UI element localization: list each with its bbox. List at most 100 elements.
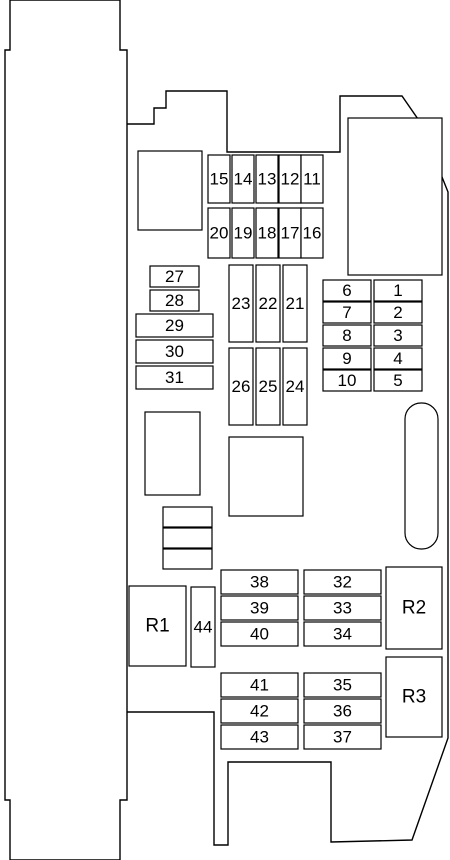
fuse-label: 3 — [393, 326, 402, 345]
fuse-40: 40 — [220, 621, 299, 647]
fuse-slot — [135, 365, 214, 390]
fuse-slot — [220, 595, 299, 621]
fuse-slot — [303, 621, 382, 647]
fuse-slot — [220, 569, 299, 595]
fuse-18: 18 — [255, 207, 279, 259]
fuse-label: 28 — [165, 291, 184, 310]
fuse-slot — [282, 347, 308, 426]
fuse-slot — [303, 698, 382, 724]
fuse-label: 14 — [234, 170, 253, 189]
fuse-slot — [231, 154, 255, 204]
component-block-mid-left — [144, 411, 201, 496]
fuse-1: 1 — [373, 279, 423, 302]
fuse-7: 7 — [322, 301, 372, 324]
fuse-label: 6 — [342, 281, 351, 300]
fuse-label: 39 — [250, 599, 269, 618]
fuse-label: 1 — [393, 281, 402, 300]
fuse-slot — [255, 264, 281, 343]
fuse-label: 9 — [342, 349, 351, 368]
fuse-20: 20 — [207, 207, 231, 259]
fuse-label: 43 — [250, 728, 269, 747]
fuse-23: 23 — [228, 264, 254, 343]
relay-r1: R1 — [128, 585, 187, 667]
fuse-label: 24 — [286, 377, 305, 396]
component-block-upper-right — [347, 117, 443, 276]
fuse-slot — [228, 264, 254, 343]
fuse-slot — [220, 724, 299, 750]
fuse-29: 29 — [135, 313, 214, 338]
fuse-label: 44 — [194, 618, 213, 637]
fuse-label: 8 — [342, 326, 351, 345]
fuse-38: 38 — [220, 569, 299, 595]
fuse-slot — [135, 339, 214, 364]
fuse-35: 35 — [303, 672, 382, 698]
relay-r3: R3 — [385, 656, 443, 738]
fuse-26: 26 — [228, 347, 254, 426]
fuse-label: 12 — [281, 170, 300, 189]
blank-fuse-1 — [162, 506, 213, 528]
fuse-label: 4 — [393, 349, 402, 368]
fuse-slot — [373, 369, 423, 392]
relay-label: R1 — [145, 616, 169, 637]
fuse-slot — [207, 207, 231, 259]
fuse-6: 6 — [322, 279, 372, 302]
fuse-30: 30 — [135, 339, 214, 364]
component-block-upper-left — [137, 150, 203, 231]
fuse-label: 35 — [333, 676, 352, 695]
fuse-43: 43 — [220, 724, 299, 750]
fuse-34: 34 — [303, 621, 382, 647]
fuse-label: 26 — [232, 377, 251, 396]
fuse-42: 42 — [220, 698, 299, 724]
fuse-label: 41 — [250, 676, 269, 695]
fuse-label: 16 — [303, 224, 322, 243]
fuse-33: 33 — [303, 595, 382, 621]
fuse-39: 39 — [220, 595, 299, 621]
fuse-slot — [373, 347, 423, 370]
fuse-slot — [303, 595, 382, 621]
fuse-label: 13 — [258, 170, 277, 189]
fuse-label: 22 — [259, 294, 278, 313]
connector-block — [4, 0, 128, 860]
fuse-label: 34 — [333, 625, 352, 644]
fuse-slot — [149, 265, 200, 288]
relay-label: R2 — [402, 598, 426, 619]
fuse-slot — [255, 207, 279, 259]
fuse-slot — [322, 324, 372, 347]
fuse-4: 4 — [373, 347, 423, 370]
fuse-8: 8 — [322, 324, 372, 347]
fuse-27: 27 — [149, 265, 200, 288]
relay-label: R3 — [402, 687, 426, 708]
fuse-slot — [135, 313, 214, 338]
fuse-slot — [322, 369, 372, 392]
fuse-slot — [149, 289, 200, 312]
fuse-24: 24 — [282, 347, 308, 426]
fuse-label: 33 — [333, 599, 352, 618]
fuse-slot — [322, 347, 372, 370]
fuse-41: 41 — [220, 672, 299, 698]
fuse-label: 15 — [210, 170, 229, 189]
fuse-15: 15 — [207, 154, 231, 204]
fuse-slot — [300, 207, 324, 259]
fuse-label: 11 — [303, 170, 321, 189]
fuse-slot — [282, 264, 308, 343]
fuse-12: 12 — [278, 154, 302, 204]
fuse-slot — [190, 586, 216, 668]
fuse-17: 17 — [278, 207, 302, 259]
fuse-label: 19 — [234, 224, 253, 243]
fuse-label: 21 — [286, 294, 305, 313]
fuse-9: 9 — [322, 347, 372, 370]
fuse-label: 5 — [393, 371, 402, 390]
fuse-label: 23 — [232, 294, 251, 313]
fuse-label: 31 — [165, 368, 184, 387]
fuse-slot — [373, 301, 423, 324]
fuse-slot — [228, 347, 254, 426]
fuse-label: 29 — [165, 316, 184, 335]
fuse-slot — [303, 672, 382, 698]
fuse-36: 36 — [303, 698, 382, 724]
fuse-slot — [255, 154, 279, 204]
fuse-slot — [322, 301, 372, 324]
blank-fuse-3 — [162, 548, 213, 570]
fuse-slot — [322, 279, 372, 302]
fuse-label: 40 — [250, 625, 269, 644]
fuse-slot — [303, 724, 382, 750]
